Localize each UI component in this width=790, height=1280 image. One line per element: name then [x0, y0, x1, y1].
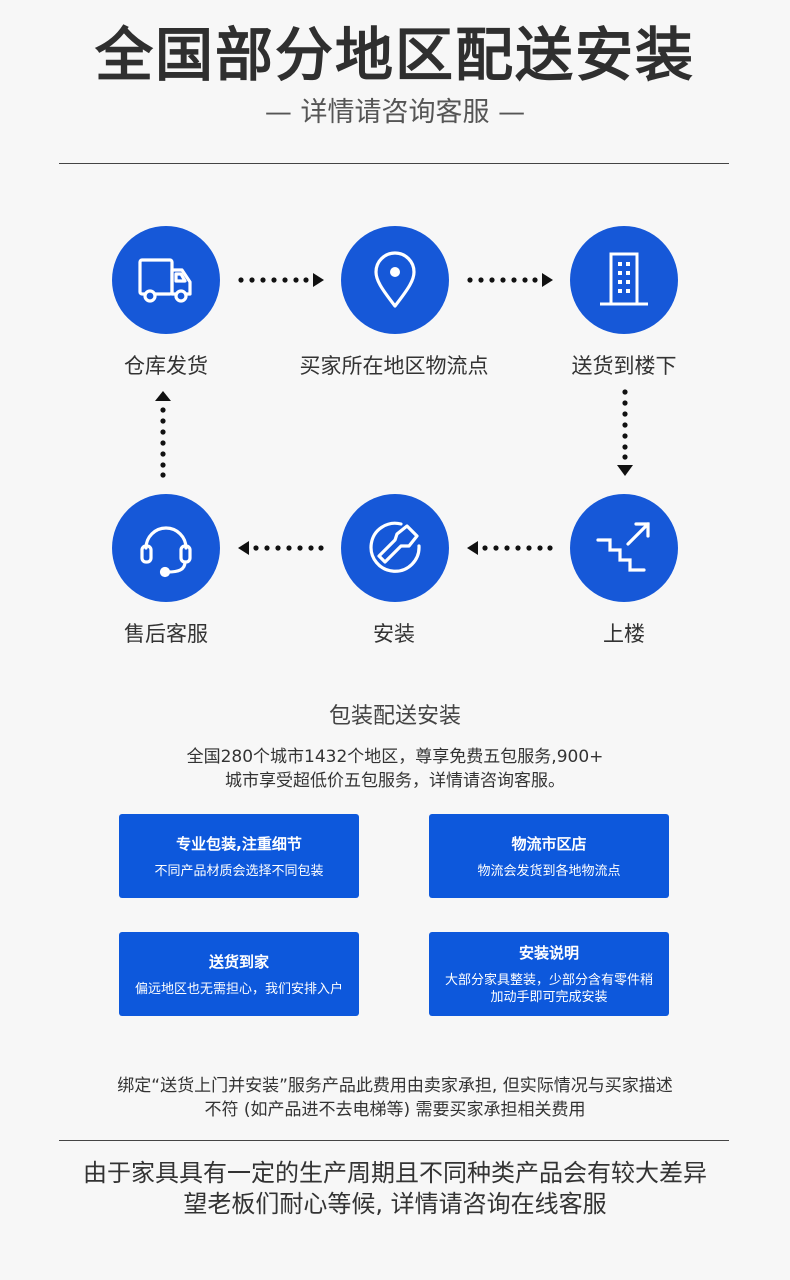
- step-label-after-sales: 售后客服: [124, 622, 208, 646]
- card-desc: 偏远地区也无需担心，我们安排入户: [134, 981, 343, 997]
- step-upstairs: [570, 494, 678, 602]
- fee-note: 绑定“送货上门并安装”服务产品此费用由卖家承担, 但实际情况与买家描述 不符 (…: [0, 1074, 790, 1122]
- card-desc: 大部分家具整装，少部分含有零件稍加动手即可完成安装: [444, 973, 653, 1005]
- arrow-left-1: [238, 541, 324, 555]
- arrow-down: [617, 389, 633, 476]
- step-label-upstairs: 上楼: [603, 622, 645, 646]
- card-desc: 不同产品材质会选择不同包装: [154, 863, 324, 879]
- card-title: 安装说明: [518, 944, 579, 962]
- fee-note-line2: 不符 (如产品进不去电梯等) 需要买家承担相关费用: [204, 1100, 586, 1120]
- service-description-line1: 全国280个城市1432个地区，尊享免费五包服务,900+: [186, 747, 604, 767]
- step-label-downstairs: 送货到楼下: [571, 354, 677, 378]
- headset-icon: [140, 526, 192, 578]
- arrow-up: [155, 391, 171, 478]
- truck-icon: [138, 258, 192, 303]
- top-divider: [59, 163, 729, 164]
- step-after-sales: [112, 494, 220, 602]
- footer-notice: 由于家具具有一定的生产周期且不同种类产品会有较大差异 望老板们耐心等候, 详情请…: [0, 1158, 790, 1220]
- step-label-logistics-point: 买家所在地区物流点: [299, 354, 489, 378]
- step-label-install: 安装: [373, 622, 415, 646]
- card-title: 物流市区店: [511, 834, 587, 853]
- service-description-line2: 城市享受超低价五包服务，详情请咨询客服。: [225, 771, 565, 791]
- location-pin-icon: [374, 251, 416, 308]
- step-downstairs: [570, 226, 678, 334]
- step-logistics-point: [341, 226, 449, 334]
- page-title: 全国部分地区配送安装: [94, 21, 695, 89]
- bottom-divider: [59, 1140, 729, 1141]
- card-installation-notes: 安装说明 大部分家具整装，少部分含有零件稍加动手即可完成安装: [429, 932, 669, 1016]
- card-title: 送货到家: [208, 952, 269, 971]
- stairs-icon: [596, 522, 650, 572]
- footer-line2: 望老板们耐心等候, 详情请咨询在线客服: [183, 1190, 607, 1218]
- arrow-left-2: [467, 541, 553, 555]
- arrow-right-2: [467, 273, 553, 287]
- card-logistics: 物流市区店 物流会发货到各地物流点: [429, 814, 669, 898]
- card-home-delivery: 送货到家 偏远地区也无需担心，我们安排入户: [119, 932, 359, 1016]
- fee-note-line1: 绑定“送货上门并安装”服务产品此费用由卖家承担, 但实际情况与买家描述: [117, 1076, 673, 1096]
- building-icon: [600, 252, 648, 306]
- service-description: 全国280个城市1432个地区，尊享免费五包服务,900+ 城市享受超低价五包服…: [0, 745, 790, 793]
- service-heading: 包装配送安装: [328, 704, 461, 729]
- step-label-warehouse: 仓库发货: [124, 354, 208, 378]
- card-packaging: 专业包装,注重细节 不同产品材质会选择不同包装: [119, 814, 359, 898]
- card-desc: 物流会发货到各地物流点: [477, 863, 621, 879]
- step-install: [341, 494, 449, 602]
- page-subtitle: — 详情请咨询客服 —: [264, 97, 526, 128]
- wrench-icon: [369, 521, 421, 573]
- step-warehouse: [112, 226, 220, 334]
- card-title: 专业包装,注重细节: [176, 834, 302, 853]
- arrow-right-1: [238, 273, 324, 287]
- footer-line1: 由于家具具有一定的生产周期且不同种类产品会有较大差异: [83, 1159, 707, 1187]
